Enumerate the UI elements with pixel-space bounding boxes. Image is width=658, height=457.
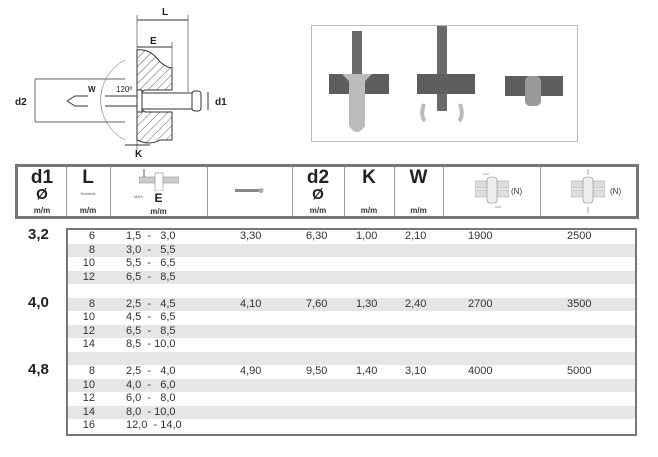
table-row: 12 6,5 - 8,5 — [68, 324, 635, 338]
table-row: 10 4,5 - 6,5 — [68, 311, 635, 325]
group-label-d1: 4,8 — [28, 361, 49, 378]
cell-shear: 2700 — [468, 297, 493, 310]
tensile-unit: (N) — [610, 187, 622, 196]
cell-e: 3,0 - 5,5 — [126, 243, 176, 256]
spec-table: 6 1,5 - 3,0 3,30 6,30 1,00 2,10 1900 2500 8 3,0 -… — [66, 228, 637, 436]
cell-e: 6,5 - 8,5 — [126, 270, 176, 283]
table-row: 10 4,0 - 6,0 — [68, 378, 635, 392]
header-shear-strength: (N) — [443, 167, 541, 216]
cell-e: 12,0 - 14,0 — [126, 419, 182, 431]
cell-l: 10 — [82, 257, 95, 269]
cell-l: 12 — [82, 324, 95, 337]
table-row: 14 8,5 - 10,0 — [68, 338, 635, 352]
label-K: K — [135, 149, 143, 160]
cell-l: 8 — [88, 243, 95, 256]
table-row: 14 8,0 - 10,0 — [68, 405, 635, 419]
group-label-d1: 3,2 — [28, 226, 49, 243]
cell-e: 6,5 - 8,5 — [126, 324, 176, 337]
cell-d2: 9,50 — [306, 365, 328, 377]
shear-unit: (N) — [511, 187, 523, 196]
cell-w: 2,40 — [405, 297, 427, 310]
cell-l: 10 — [82, 311, 95, 323]
shear-load-icon — [474, 173, 509, 208]
rivet-setting-illustration — [311, 25, 578, 142]
cell-drill: 4,90 — [240, 365, 262, 377]
table-row: 10 5,5 - 6,5 — [68, 257, 635, 271]
label-angle: 120º — [116, 85, 132, 94]
header-E: MAX. E m/m — [110, 167, 208, 216]
cell-shear: 4000 — [468, 365, 493, 377]
cell-k: 1,30 — [356, 297, 378, 310]
spacer-row — [68, 351, 635, 365]
cell-shear: 1900 — [468, 230, 493, 242]
header-drill — [207, 167, 293, 216]
cell-tensile: 2500 — [567, 230, 592, 242]
table-row: 8 2,5 - 4,5 4,10 7,60 1,30 2,40 2700 3500 — [68, 297, 635, 311]
cell-w: 2,10 — [405, 230, 427, 242]
cell-k: 1,40 — [356, 365, 378, 377]
cell-d2: 6,30 — [306, 230, 328, 242]
cell-e: 6,0 - 8,0 — [126, 392, 176, 404]
cell-l: 6 — [88, 230, 95, 242]
tensile-load-icon — [570, 169, 606, 213]
header-tensile-strength: (N) — [540, 167, 636, 216]
cell-l: 12 — [82, 392, 95, 404]
table-row: 8 2,5 - 4,0 4,90 9,50 1,40 3,10 4000 5000 — [68, 365, 635, 379]
cell-l: 10 — [82, 378, 95, 391]
label-L: L — [162, 7, 168, 18]
cell-e: 1,5 - 3,0 — [126, 230, 176, 242]
cell-l: 14 — [82, 338, 95, 350]
cell-e: 2,5 - 4,5 — [126, 297, 176, 310]
cell-l: 16 — [82, 419, 95, 431]
cell-k: 1,00 — [356, 230, 378, 242]
cell-l: 8 — [88, 365, 95, 377]
table-row: 8 3,0 - 5,5 — [68, 243, 635, 257]
cell-w: 3,10 — [405, 365, 427, 377]
label-d1: d1 — [215, 97, 227, 108]
cell-e: 5,5 - 6,5 — [126, 257, 176, 269]
table-row: 12 6,5 - 8,5 — [68, 270, 635, 284]
cell-e: 8,5 - 10,0 — [126, 338, 176, 350]
cell-e: 4,0 - 6,0 — [126, 378, 176, 391]
group-label-d1: 4,0 — [28, 293, 49, 311]
label-E: E — [150, 36, 157, 47]
cell-drill: 4,10 — [240, 297, 262, 310]
cell-tensile: 5000 — [567, 365, 592, 377]
table-row: 12 6,0 - 8,0 — [68, 392, 635, 406]
cell-l: 8 — [88, 297, 95, 310]
cell-e: 8,0 - 10,0 — [126, 405, 176, 418]
rivet-dimension-diagram: L E K W d1 d2 120º — [15, 7, 227, 160]
cell-l: 14 — [82, 405, 95, 418]
cell-tensile: 3500 — [567, 297, 592, 310]
drill-bit-icon — [234, 188, 263, 193]
label-W: W — [88, 85, 96, 94]
cell-e: 2,5 - 4,0 — [126, 365, 176, 377]
cell-d2: 7,60 — [306, 297, 328, 310]
table-row: 6 1,5 - 3,0 3,30 6,30 1,00 2,10 1900 2500 — [68, 230, 635, 244]
table-row: 16 12,0 - 14,0 — [68, 419, 635, 433]
cell-drill: 3,30 — [240, 230, 262, 242]
cell-l: 12 — [82, 270, 95, 283]
grip-range-icon — [138, 169, 179, 192]
label-d2: d2 — [15, 97, 27, 108]
spacer-row — [68, 284, 635, 298]
cell-e: 4,5 - 6,5 — [126, 311, 176, 323]
